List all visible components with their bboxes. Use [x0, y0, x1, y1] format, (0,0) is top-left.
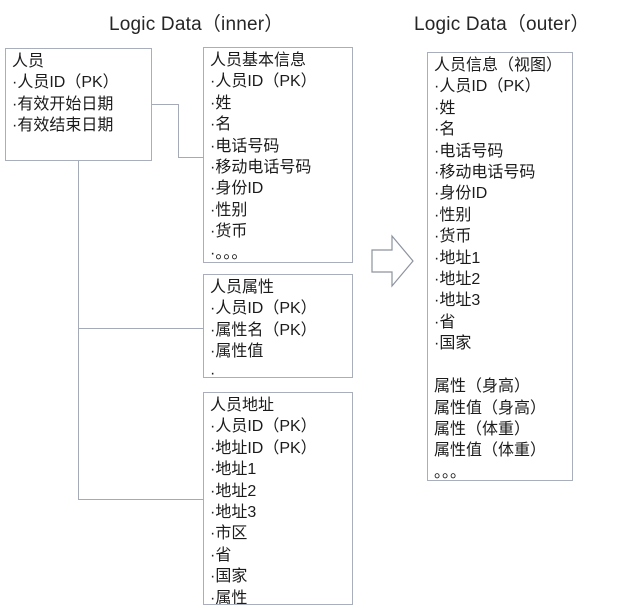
title-logic-data-outer: Logic Data（outer）	[414, 14, 590, 35]
entity-field: ·属性名（PK）	[210, 321, 317, 339]
entity-title: 人员	[12, 53, 45, 70]
entity-field: ·地址3	[210, 504, 257, 522]
connector-person-trunk	[78, 161, 79, 500]
entity-box-attributes: 人员属性 ·人员ID（PK） ·属性名（PK） ·属性值 ·	[203, 274, 353, 378]
entity-field: 属性值（体重）	[434, 442, 547, 460]
entity-box-basic-info: 人员基本信息 ·人员ID（PK） ·姓 ·名 ·电话号码 ·移动电话号码 ·身份ID ·性别…	[203, 47, 353, 263]
entity-field: ·电话号码	[434, 142, 504, 160]
entity-box-person-view: 人员信息（视图） ·人员ID（PK）·姓·名·电话号码·移动电话号码·身份ID·…	[427, 52, 573, 481]
entity-field: ·地址2	[434, 271, 481, 289]
entity-field-list: ·人员ID（PK） ·有效开始日期 ·有效结束日期	[12, 72, 145, 136]
connector-person-basic	[178, 157, 204, 158]
entity-field: ·名	[210, 116, 232, 134]
entity-field: ·	[210, 364, 216, 378]
connector-person-basic	[152, 104, 179, 105]
entity-field: 属性值（身高）	[434, 399, 547, 417]
entity-field: ·姓	[210, 94, 232, 112]
entity-field: ·有效开始日期	[12, 95, 114, 113]
entity-field: ·省	[210, 546, 232, 564]
entity-field	[434, 355, 566, 376]
entity-field: ·地址1	[434, 249, 481, 267]
entity-field: ·移动电话号码	[434, 164, 536, 182]
entity-field: ·电话号码	[210, 137, 280, 155]
entity-field: 。。。	[434, 463, 467, 481]
entity-title: 人员地址	[210, 397, 275, 414]
entity-field: ·人员ID（PK）	[210, 418, 317, 436]
entity-field: ·地址2	[210, 482, 257, 500]
entity-field: ·姓	[434, 99, 456, 117]
entity-field: 属性（身高）	[434, 378, 531, 396]
entity-field: ·地址ID（PK）	[210, 439, 317, 457]
entity-field: ·人员ID（PK）	[210, 73, 317, 91]
entity-field: ·性别	[210, 201, 248, 219]
entity-field: ·移动电话号码	[210, 159, 312, 177]
connector-person-attributes	[78, 328, 204, 329]
entity-field-list: ·人员ID（PK） ·姓 ·名 ·电话号码 ·移动电话号码 ·身份ID ·性别 ·货币 ·。。。	[210, 71, 346, 262]
entity-box-address: 人员地址 ·人员ID（PK） ·地址ID（PK） ·地址1 ·地址2 ·地址3 ·市区 ·省…	[203, 392, 353, 605]
entity-box-person: 人员 ·人员ID（PK） ·有效开始日期 ·有效结束日期	[5, 48, 152, 161]
entity-title: 人员信息（视图）	[434, 57, 563, 74]
entity-field: ·人员ID（PK）	[434, 78, 541, 96]
entity-field: ·省	[434, 313, 456, 331]
entity-field: ·身份ID	[434, 185, 488, 203]
entity-title: 人员基本信息	[210, 52, 307, 69]
entity-field: ·人员ID（PK）	[210, 300, 317, 318]
title-logic-data-inner: Logic Data（inner）	[109, 14, 284, 35]
entity-field: ·市区	[210, 525, 248, 543]
connector-person-address	[78, 499, 204, 500]
entity-field: ·。。。	[210, 244, 248, 262]
entity-field: ·身份ID	[210, 180, 264, 198]
entity-field: ·有效结束日期	[12, 117, 114, 135]
entity-field-list: ·人员ID（PK） ·姓 ·名 ·电话号码 ·移动电话号码 ·身份ID ·性别 ·货币 ·地址1…	[434, 76, 566, 481]
entity-field: 属性（体重）	[434, 420, 531, 438]
entity-field: ·性别	[434, 206, 472, 224]
entity-field: ·国家	[434, 335, 472, 353]
entity-field: ·国家	[210, 568, 248, 586]
entity-field: ·地址1	[210, 461, 257, 479]
entity-field: ·货币	[434, 228, 472, 246]
connector-person-basic	[178, 104, 179, 158]
entity-field: ·属性值	[210, 343, 264, 361]
entity-field-list: ·人员ID（PK） ·属性名（PK） ·属性值 ·	[210, 298, 346, 378]
entity-field: ·货币	[210, 223, 248, 241]
entity-field-list: ·人员ID（PK） ·地址ID（PK） ·地址1 ·地址2 ·地址3 ·市区 ·省 ·国家 ·属…	[210, 416, 346, 605]
entity-field: ·属性	[210, 589, 248, 605]
entity-field: ·地址3	[434, 292, 481, 310]
entity-field: ·人员ID（PK）	[12, 74, 119, 92]
entity-field: ·名	[434, 121, 456, 139]
right-block-arrow-icon	[371, 234, 414, 288]
entity-title: 人员属性	[210, 279, 275, 296]
